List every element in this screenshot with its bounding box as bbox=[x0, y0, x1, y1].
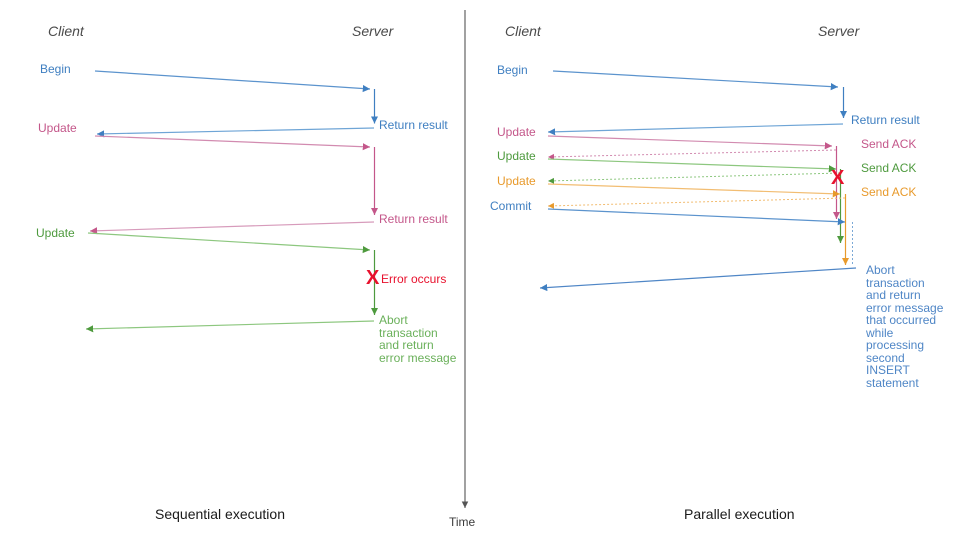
label-seq-abort: Abort transaction and return error messa… bbox=[379, 313, 457, 365]
label-par-commit: Commit bbox=[490, 199, 532, 213]
label-seq-update-1: Update bbox=[38, 121, 77, 135]
label-seq-begin: Begin bbox=[40, 62, 71, 76]
label-par-ack-3: Send ACK bbox=[861, 185, 917, 199]
caption-parallel: Parallel execution bbox=[684, 506, 795, 522]
label-seq-error: Error occurs bbox=[381, 272, 447, 286]
sequential-arrow-abort bbox=[85, 320, 375, 333]
sequential-arrow-return-1 bbox=[96, 127, 375, 138]
parallel-arrow-commit bbox=[547, 208, 853, 266]
parallel-arrow-ack-2 bbox=[547, 172, 841, 184]
parallel-arrow-abort bbox=[539, 267, 857, 292]
parallel-arrow-update-1 bbox=[547, 135, 841, 219]
parallel-server-header: Server bbox=[818, 23, 860, 39]
parallel-arrow-begin bbox=[552, 70, 848, 118]
parallel-arrow-ack-1 bbox=[547, 149, 837, 160]
time-axis-label: Time bbox=[449, 515, 476, 529]
caption-sequential: Sequential execution bbox=[155, 506, 285, 522]
label-par-abort: Abort transaction and return error messa… bbox=[866, 263, 944, 390]
label-seq-return-2: Return result bbox=[379, 212, 448, 226]
label-par-return-1: Return result bbox=[851, 113, 920, 127]
parallel-arrow-return-1 bbox=[547, 123, 844, 136]
label-par-update-1: Update bbox=[497, 125, 536, 139]
label-par-update-3: Update bbox=[497, 174, 536, 188]
parallel-arrow-update-2 bbox=[547, 158, 845, 243]
label-seq-update-2: Update bbox=[36, 226, 75, 240]
parallel-arrow-update-3 bbox=[547, 183, 850, 265]
sequential-arrow-return-2 bbox=[89, 221, 375, 235]
error-x-icon-parallel: X bbox=[831, 167, 845, 189]
parallel-arrow-ack-3 bbox=[547, 197, 846, 209]
label-par-ack-1: Send ACK bbox=[861, 137, 917, 151]
label-par-update-2: Update bbox=[497, 149, 536, 163]
sequential-client-header: Client bbox=[48, 23, 84, 39]
label-par-begin: Begin bbox=[497, 63, 528, 77]
sequential-arrow-update-2 bbox=[87, 232, 379, 315]
sequential-arrow-update-1 bbox=[94, 135, 379, 215]
error-x-icon-sequential: X bbox=[366, 267, 380, 289]
label-par-ack-2: Send ACK bbox=[861, 161, 917, 175]
sequential-server-header: Server bbox=[352, 23, 394, 39]
label-seq-return-1: Return result bbox=[379, 118, 448, 132]
parallel-client-header: Client bbox=[505, 23, 541, 39]
sequential-arrow-begin bbox=[94, 70, 379, 124]
